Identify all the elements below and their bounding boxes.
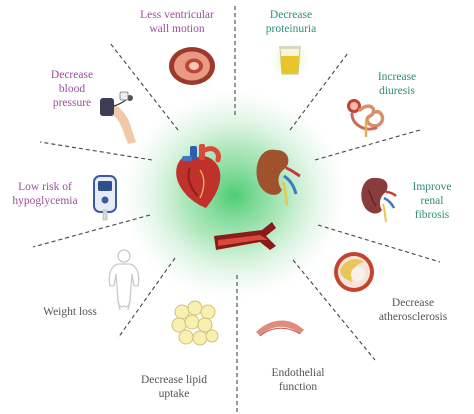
label-line: pressure xyxy=(52,97,92,109)
divider-line xyxy=(292,259,376,361)
label-increase-diuresis: Increase diuresis xyxy=(368,70,426,98)
fat-cells-icon xyxy=(171,300,219,346)
label-endothelial-function: Endothelial function xyxy=(258,366,338,394)
divider-line xyxy=(117,257,176,339)
nephron-icon xyxy=(347,99,385,138)
kidney-icon xyxy=(256,149,301,207)
label-line: wall motion xyxy=(149,23,205,35)
label-line: Endothelial xyxy=(271,367,325,379)
label-line: atherosclerosis xyxy=(378,311,448,323)
label-line: Decrease xyxy=(391,297,435,309)
label-line: Increase xyxy=(377,71,417,83)
label-line: diuresis xyxy=(379,85,415,97)
urine-cup-icon xyxy=(268,38,312,82)
label-line: blood xyxy=(58,83,86,95)
label-line: function xyxy=(278,381,318,393)
label-decrease-blood-pressure: Decrease blood pressure xyxy=(40,68,104,110)
endothelium-icon xyxy=(256,320,304,337)
label-line: renal xyxy=(420,195,444,207)
divider-line xyxy=(317,224,441,263)
label-line: uptake xyxy=(158,388,190,400)
divider-line xyxy=(289,52,349,131)
label-improve-renal-fibrosis: Improve renal fibrosis xyxy=(404,180,460,222)
divider-line xyxy=(32,214,151,248)
heart-icon xyxy=(176,144,221,208)
label-line: Less ventricular xyxy=(140,9,214,21)
label-line: Decrease xyxy=(269,9,313,21)
label-weight-loss: Weight loss xyxy=(30,305,110,319)
blood-vessel-icon xyxy=(214,222,276,250)
artery-plaque-icon xyxy=(334,252,374,292)
body-outline-icon xyxy=(108,249,140,311)
label-ventricular-wall-motion: Less ventricular wall motion xyxy=(124,8,230,36)
label-line: Weight loss xyxy=(43,306,97,318)
heart-cross-section-icon xyxy=(169,47,215,85)
label-decrease-atherosclerosis: Decrease atherosclerosis xyxy=(363,296,463,324)
divider-line xyxy=(314,129,421,161)
label-line: Improve xyxy=(412,181,452,193)
divider-lines xyxy=(32,3,441,412)
label-decrease-proteinuria: Decrease proteinuria xyxy=(258,8,324,36)
label-low-risk-hypoglycemia: Low risk of hypoglycemia xyxy=(4,180,86,208)
label-line: hypoglycemia xyxy=(12,195,78,207)
label-line: Decrease lipid xyxy=(140,374,208,386)
glucometer-icon xyxy=(93,175,117,221)
label-line: fibrosis xyxy=(414,209,450,221)
label-decrease-lipid-uptake: Decrease lipid uptake xyxy=(128,373,220,401)
label-line: Decrease xyxy=(50,69,94,81)
center-glow xyxy=(116,85,352,305)
label-line: proteinuria xyxy=(265,23,317,35)
blood-pressure-cuff-icon xyxy=(100,91,136,144)
label-line: Low risk of xyxy=(18,181,72,193)
divider-line xyxy=(109,42,179,131)
kidney-fibrosis-icon xyxy=(361,177,397,223)
divider-line xyxy=(39,141,153,161)
